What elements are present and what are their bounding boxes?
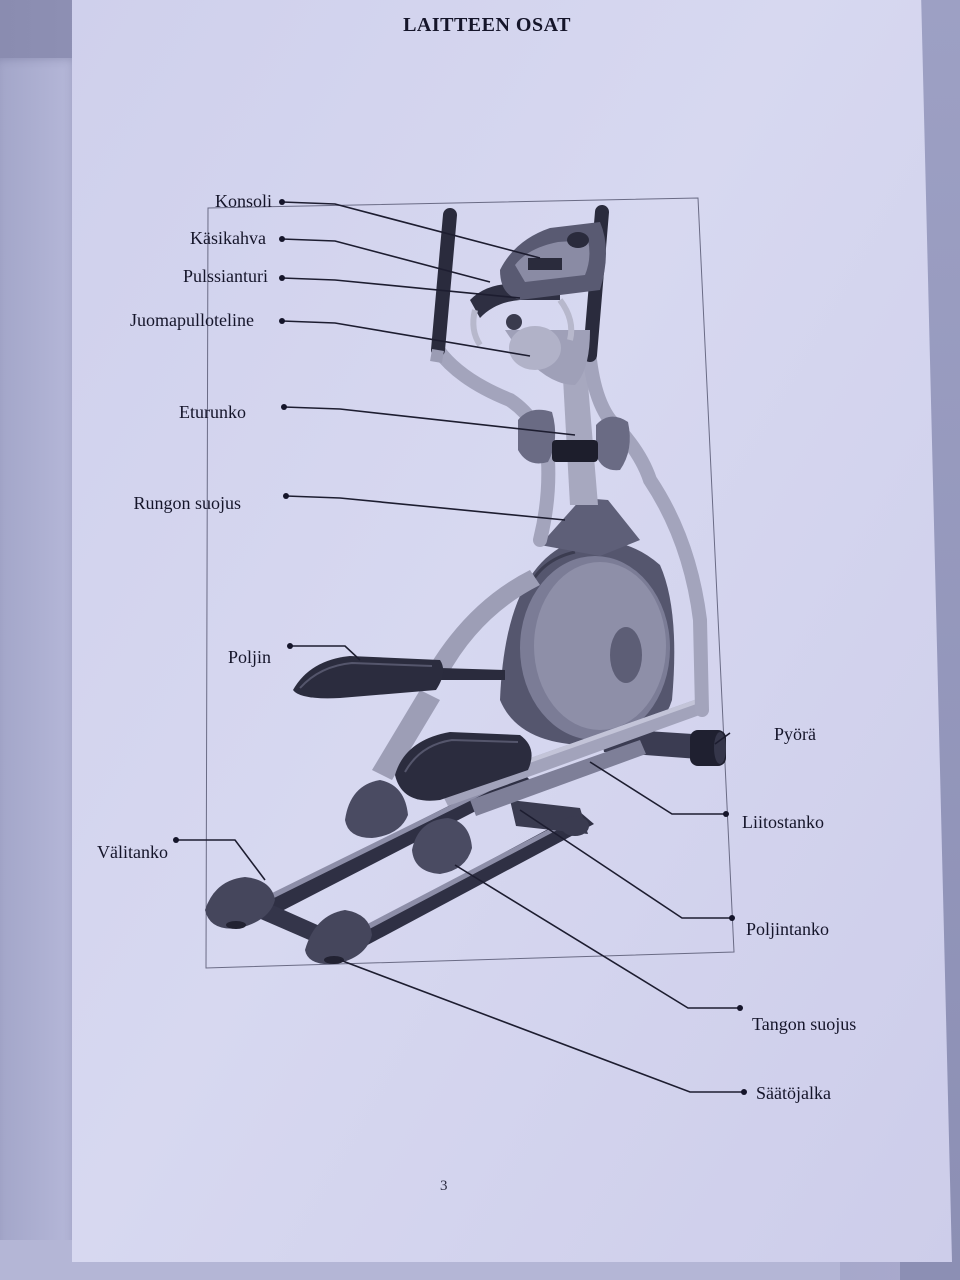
pivot-covers xyxy=(518,409,630,471)
label-valitanko: Välitanko xyxy=(97,842,168,862)
label-eturunko: Eturunko xyxy=(179,402,246,422)
front-frame-post xyxy=(562,360,598,505)
label-pulssianturi: Pulssianturi xyxy=(183,266,268,286)
page-number: 3 xyxy=(440,1178,448,1194)
manual-page: LAITTEEN OSAT 3 xyxy=(72,0,952,1262)
label-poljin: Poljin xyxy=(228,647,271,667)
left-pedal xyxy=(293,656,444,699)
label-tangon-suojus: Tangon suojus xyxy=(752,1014,856,1034)
rails xyxy=(262,770,594,948)
leader-dots xyxy=(173,199,747,1095)
label-poljintanko: Poljintanko xyxy=(746,919,829,939)
right-pedal xyxy=(395,732,532,801)
label-kasikahva: Käsikahva xyxy=(190,228,266,248)
label-rungon-suojus: Rungon suojus xyxy=(133,493,241,513)
label-saatojalka: Säätöjalka xyxy=(756,1083,831,1103)
rear-feet xyxy=(205,877,372,965)
part-labels: Konsoli Käsikahva Pulssianturi Juomapull… xyxy=(97,191,856,1103)
frame-cover xyxy=(540,498,640,556)
console-unit xyxy=(500,222,606,300)
label-liitostanko: Liitostanko xyxy=(742,812,824,832)
illustration-frame xyxy=(205,197,735,969)
label-juomapulloteline: Juomapulloteline xyxy=(130,310,254,330)
pedal-arms xyxy=(372,570,540,780)
label-pyora: Pyörä xyxy=(774,724,816,744)
leader-lines xyxy=(176,201,744,1093)
page-title: LAITTEEN OSAT xyxy=(403,14,571,36)
underlying-sheet-left xyxy=(0,58,80,1280)
rail-covers xyxy=(345,780,472,874)
elliptical-trainer-illustration xyxy=(205,205,726,965)
bottle-holder xyxy=(506,314,561,370)
label-konsoli: Konsoli xyxy=(215,191,272,211)
flywheel-housing xyxy=(500,540,675,746)
